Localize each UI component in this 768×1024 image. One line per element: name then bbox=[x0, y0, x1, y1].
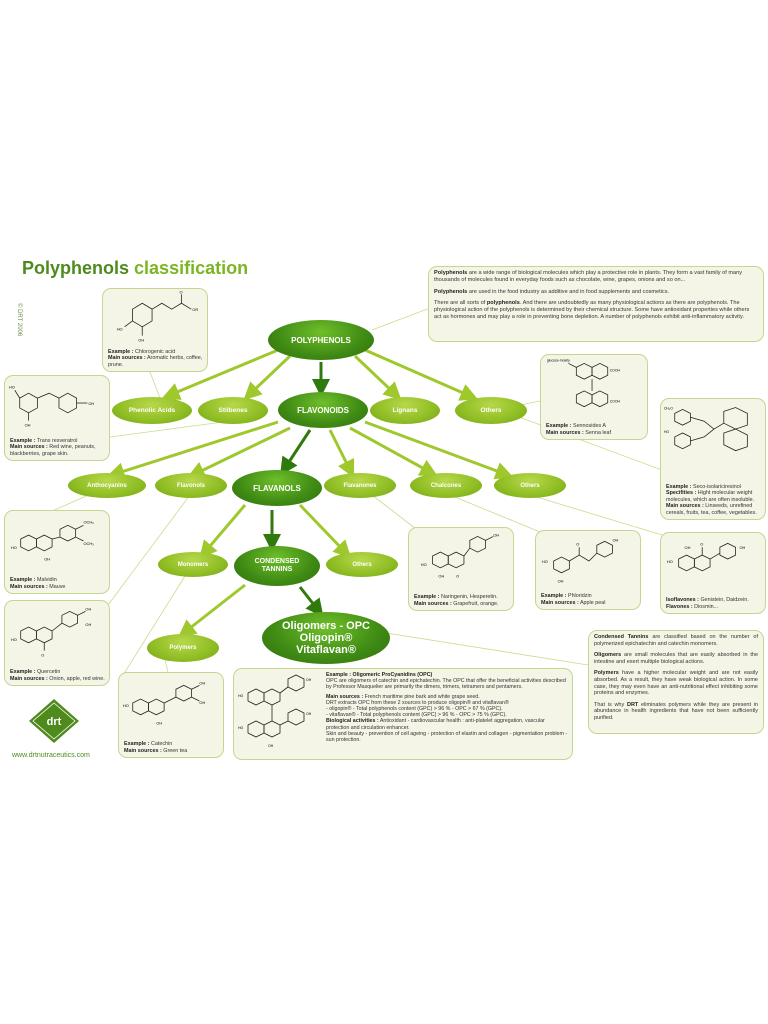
svg-text:OH: OH bbox=[199, 700, 205, 705]
svg-text:OH: OH bbox=[138, 338, 144, 343]
molecule-chlorogenic-icon: HO OH OR O bbox=[117, 289, 199, 343]
svg-text:HO: HO bbox=[421, 562, 427, 567]
node-flavanols: FLAVANOLS bbox=[232, 470, 322, 506]
opc-line-1: Oligomers - OPC bbox=[281, 620, 371, 632]
svg-text:HO: HO bbox=[123, 703, 129, 708]
svg-text:HO: HO bbox=[664, 430, 669, 434]
opc-line-2: Oligopin® bbox=[299, 632, 353, 644]
svg-text:O: O bbox=[576, 541, 579, 546]
svg-text:OH: OH bbox=[268, 744, 274, 748]
svg-text:OH: OH bbox=[25, 423, 31, 428]
logo-text: drt bbox=[47, 716, 62, 728]
svg-text:HO: HO bbox=[11, 637, 17, 642]
node-polyphenols: POLYPHENOLS bbox=[268, 320, 374, 360]
svg-text:OH: OH bbox=[85, 606, 91, 611]
svg-text:OH: OH bbox=[685, 545, 691, 550]
svg-text:glucose-moiety: glucose-moiety bbox=[547, 358, 570, 362]
svg-text:OCH₃: OCH₃ bbox=[83, 541, 94, 546]
svg-text:OH: OH bbox=[613, 537, 619, 542]
molecule-isoflavones-icon: HO OH O OH bbox=[667, 541, 746, 572]
node-condensed-tannins: CONDENSED TANNINS bbox=[234, 546, 320, 586]
svg-text:OH: OH bbox=[156, 721, 162, 726]
molecule-resveratrol-icon: HO OH OH bbox=[9, 384, 95, 428]
svg-text:OH: OH bbox=[438, 574, 444, 579]
node-monomers: Monomers bbox=[158, 552, 228, 577]
svg-text:HO: HO bbox=[117, 327, 123, 332]
node-polymers: Polymers bbox=[147, 634, 219, 662]
svg-text:HO: HO bbox=[667, 559, 673, 564]
node-others-top: Others bbox=[455, 397, 527, 424]
node-flavonoids: FLAVONOIDS bbox=[278, 392, 368, 428]
svg-text:CH₃O: CH₃O bbox=[664, 406, 673, 410]
intro-box: Polyphenols are a wide range of biologic… bbox=[428, 266, 764, 342]
svg-text:OH: OH bbox=[493, 532, 499, 537]
molecule-quercetin-icon: HO OH OH O bbox=[11, 606, 92, 658]
molecule-opc-icon: HO OH HO OH OH bbox=[238, 674, 312, 748]
svg-text:HO: HO bbox=[542, 559, 548, 564]
copyright: © DRT 2006 bbox=[16, 303, 22, 337]
svg-text:OH: OH bbox=[199, 680, 205, 685]
tannins-info-box: Condensed Tannins are classified based o… bbox=[588, 630, 764, 734]
svg-text:OR: OR bbox=[192, 307, 198, 312]
svg-text:HO: HO bbox=[238, 694, 244, 698]
svg-text:OH: OH bbox=[306, 678, 312, 682]
svg-text:HO: HO bbox=[11, 545, 17, 550]
svg-text:O: O bbox=[180, 289, 183, 294]
svg-text:OH: OH bbox=[88, 401, 94, 406]
molecule-seco-icon: CH₃O HO bbox=[664, 406, 748, 452]
node-others-mid: Others bbox=[494, 473, 566, 498]
svg-text:O: O bbox=[41, 653, 44, 658]
node-flavonols: Flavonols bbox=[155, 473, 227, 498]
molecule-catechin-icon: HO OH OH OH bbox=[123, 680, 206, 726]
svg-text:OCH₃: OCH₃ bbox=[83, 519, 94, 524]
node-others-low: Others bbox=[326, 552, 398, 577]
svg-text:OH: OH bbox=[44, 557, 50, 562]
molecule-malvidin-icon: HO OCH₃ OCH₃ OH bbox=[11, 519, 94, 562]
node-lignans: Lignans bbox=[370, 397, 440, 424]
website-url: www.drtnutraceutics.com bbox=[12, 752, 90, 759]
svg-text:O: O bbox=[700, 541, 703, 546]
dark-arrows bbox=[263, 362, 330, 618]
molecule-naringenin-icon: HO OH OH O bbox=[421, 532, 500, 579]
svg-text:O: O bbox=[456, 574, 459, 579]
svg-text:OH: OH bbox=[85, 622, 91, 627]
svg-text:HO: HO bbox=[238, 726, 244, 730]
svg-text:OH: OH bbox=[306, 712, 312, 716]
node-anthocyanins: Anthocyanins bbox=[68, 473, 146, 498]
svg-text:COOH: COOH bbox=[610, 400, 621, 404]
node-chalcones: Chalcones bbox=[410, 473, 482, 498]
page-title: Polyphenols classification bbox=[22, 258, 249, 278]
drt-logo-icon: drt bbox=[29, 699, 79, 743]
svg-text:OH: OH bbox=[739, 545, 745, 550]
svg-text:OH: OH bbox=[558, 579, 564, 584]
node-flavanones: Flavanones bbox=[324, 473, 396, 498]
opc-line-3: Vitaflavan® bbox=[296, 644, 356, 656]
molecule-phloridzin-icon: HO OH OH O bbox=[542, 537, 619, 584]
node-stilbenes: Stilbenes bbox=[198, 397, 268, 424]
svg-text:HO: HO bbox=[9, 384, 15, 389]
svg-text:COOH: COOH bbox=[610, 368, 621, 372]
node-opc: Oligomers - OPC Oligopin® Vitaflavan® bbox=[262, 612, 390, 664]
node-phenolic-acids: Phenolic Acids bbox=[112, 397, 192, 424]
light-arrows bbox=[106, 348, 514, 638]
